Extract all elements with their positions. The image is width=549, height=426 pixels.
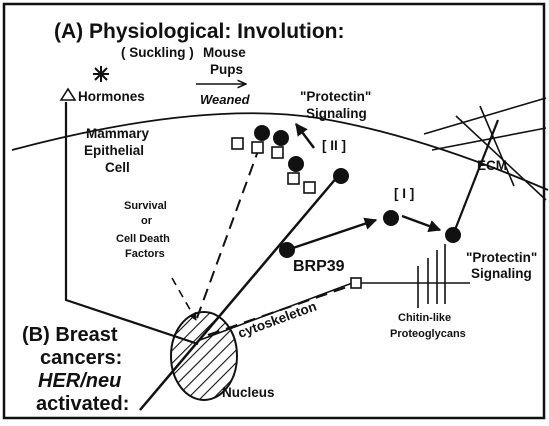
cell-label-line3: Cell [105, 160, 130, 175]
brp39-to-node [287, 220, 376, 250]
node-top-3 [288, 156, 304, 172]
ecm-label: ECM [477, 158, 507, 173]
chitin-line2: Proteoglycans [390, 328, 466, 340]
factors-line3: Cell Death [116, 233, 170, 245]
cell-label-line1: Mammary [86, 126, 150, 141]
node-mid [279, 242, 295, 258]
pathway-ii-label: [ II ] [322, 138, 346, 153]
node-top-1 [254, 125, 270, 141]
nucleus-label: Nucleus [222, 385, 275, 400]
signal-line-main [140, 176, 338, 410]
node-to-right-node [402, 216, 440, 230]
mouse-pups-line2: Pups [210, 62, 243, 77]
breast-cancer-line4: activated: [36, 393, 129, 415]
suckling-label: ( Suckling ) [121, 45, 194, 60]
cytoskeleton-label: cytoskeleton [236, 298, 319, 340]
node-top-2 [273, 130, 289, 146]
chitin-line1: Chitin-like [398, 312, 451, 324]
node-to-ecm [453, 120, 498, 235]
hormone-triangle-icon [61, 89, 75, 100]
breast-cancer-line3: HER/neu [38, 370, 121, 392]
suckling-asterisk-icon [93, 66, 109, 82]
breast-cancer-line1: (B) Breast [22, 324, 118, 346]
pathway-ii-arrow [296, 124, 314, 148]
signaling-top-line1: "Protectin" [300, 89, 371, 104]
factors-line2: or [141, 215, 153, 227]
node-top-right [333, 168, 349, 184]
signaling-right-line1: "Protectin" [466, 250, 537, 265]
dashed-to-top-receptors [197, 140, 262, 318]
cell-label-line2: Epithelial [84, 143, 144, 158]
brp39-label: BRP39 [293, 258, 345, 275]
pathway-i-label: [ I ] [394, 186, 414, 201]
title: (A) Physiological: Involution: [54, 20, 345, 43]
factors-line1: Survival [124, 200, 167, 212]
signaling-right-line2: Signaling [471, 266, 532, 281]
weaned-label: Weaned [200, 92, 251, 107]
mouse-pups-line1: Mouse [203, 45, 246, 60]
brp39-marker [351, 278, 361, 288]
chitin-proteoglycan-lines [361, 244, 470, 308]
factors-line4: Factors [125, 248, 165, 260]
breast-cancer-line2: cancers: [40, 347, 122, 369]
node-right-1 [383, 210, 399, 226]
signaling-top-line2: Signaling [306, 106, 367, 121]
hormones-label: Hormones [78, 89, 145, 104]
